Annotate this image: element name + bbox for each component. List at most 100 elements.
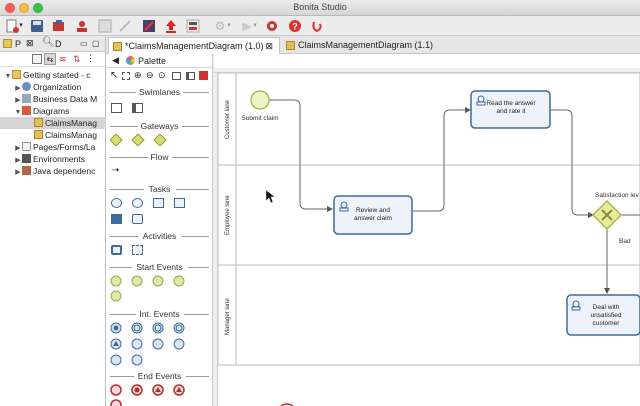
close-tab-icon[interactable]: ⊠ [265,41,273,51]
palette-section-start-events[interactable]: Start Events [106,262,213,272]
diagram-icon [113,42,122,51]
diagram-icon [286,41,295,50]
organize-icon[interactable] [199,71,208,80]
expand-arrow-icon[interactable]: ▶ [15,157,21,164]
zoom-in-icon[interactable]: ⊕ [134,70,142,80]
satisfaction-gateway[interactable] [591,199,623,231]
maximize-icon[interactable]: ▢ [92,39,100,48]
tree-item-java-dependencies[interactable]: ▶Java dependenc [0,165,106,177]
subprocess-tool-icon[interactable] [132,245,143,255]
run-icon[interactable]: ▶ [242,19,252,33]
pool-tool-icon[interactable] [111,103,122,113]
open-icon[interactable] [52,19,66,33]
tab-claims-diagram-1-1[interactable]: ClaimsManagementDiagram (1.1) [282,37,452,54]
new-icon[interactable] [5,19,19,33]
palette-section-swimlanes[interactable]: Swimlanes [106,87,213,97]
configure-icon[interactable]: ⚙ [214,19,226,33]
close-window-button[interactable] [5,3,15,13]
select-tool-icon[interactable]: ↖ [110,70,119,81]
start-event-submit-claim[interactable] [250,90,270,110]
sync-icon[interactable]: ⇅ [73,54,81,64]
flow-read-to-gateway[interactable] [550,109,594,218]
service-task-tool-icon[interactable] [132,198,143,208]
expand-arrow-icon[interactable]: ▶ [15,97,21,104]
tree-item-pages-forms[interactable]: ▶Pages/Forms/La [0,141,106,153]
filter-icon[interactable]: ≋ [59,54,67,64]
tree-item-organization[interactable]: ▶Organization [0,81,106,93]
start-event-tools [110,275,185,302]
palette-section-int-events[interactable]: Int. Events [106,309,213,319]
script-task-tool-icon[interactable] [153,198,164,208]
align-icon[interactable] [172,72,181,80]
tab-second[interactable]: D [55,39,62,49]
dropdown-arrow-icon[interactable]: ▾ [253,22,257,29]
close-icon[interactable]: ⊠ [26,38,34,48]
tab-project[interactable]: P [15,39,22,49]
java-icon [22,166,31,175]
diagram-folder-icon [22,106,31,115]
dropdown-arrow-icon[interactable]: ▾ [19,22,23,29]
search-icon[interactable]: 🔍︎ [42,37,55,48]
xor-gateway-tool-icon [110,134,123,146]
bonita-community-icon[interactable] [310,19,324,33]
build-icon[interactable] [186,19,200,33]
human-task-tool-icon[interactable] [111,198,122,208]
collapse-palette-icon[interactable]: ◀ [112,55,119,65]
marquee-tool-icon[interactable] [122,72,130,80]
send-task-tool-icon[interactable] [174,198,185,208]
expand-arrow-icon[interactable]: ▶ [15,85,21,92]
call-activity-tool-icon[interactable] [111,245,122,255]
organization-icon [22,82,31,91]
customer-lane[interactable] [218,73,640,166]
dropdown-arrow-icon[interactable]: ▾ [227,22,231,29]
sequence-flow-tool-icon[interactable]: ➝ [111,165,120,176]
receive-task-tool-icon[interactable] [111,214,122,224]
expand-arrow-icon[interactable]: ▶ [15,169,21,176]
tree-item-claims-diagram-1-1[interactable]: ClaimsManag [0,129,106,141]
distribute-icon[interactable] [186,72,195,80]
tree-item-diagrams[interactable]: ▼Diagrams [0,105,106,117]
view-menu-icon[interactable]: ⋮ [86,53,95,63]
gateway-tools [110,134,167,146]
minimize-icon[interactable]: ▭ [80,39,88,48]
environments-icon [22,154,31,163]
tree-item-business-data[interactable]: ▶Business Data M [0,93,106,105]
tree-item-claims-diagram-1-0[interactable]: ClaimsManag [0,117,106,129]
zoom-fit-icon[interactable]: ⊙ [158,70,166,80]
expand-arrow-icon[interactable]: ▼ [4,73,12,80]
palette-section-end-events[interactable]: End Events [106,371,213,381]
error-start-tool-icon [110,290,122,302]
debug-icon[interactable] [265,19,279,33]
employee-lane[interactable] [218,164,640,266]
organization-icon[interactable] [75,19,89,33]
help-icon[interactable]: ? [288,19,302,33]
zoom-window-button[interactable] [33,3,43,13]
flow-review-to-read[interactable] [413,107,471,212]
export-icon[interactable] [164,19,178,33]
app-descriptor-icon[interactable] [142,19,156,33]
tree-item-getting-started[interactable]: ▼Getting started - c [0,69,106,81]
palette-section-tasks[interactable]: Tasks [106,184,213,194]
palette-section-gateways[interactable]: Gateways [106,121,213,131]
palette-section-activities[interactable]: Activities [106,231,213,241]
zoom-out-icon[interactable]: ⊖ [146,70,154,80]
gateway-label: Satisfaction lev [595,192,639,199]
save-icon[interactable] [30,19,44,33]
process-diagram[interactable]: Customer lane Employee lane Manager lane… [218,73,640,406]
minimize-window-button[interactable] [19,3,29,13]
flow-start-to-review[interactable] [269,99,333,212]
link-editor-icon[interactable]: ⇆ [44,53,56,65]
collapse-all-icon[interactable] [32,54,42,64]
expand-arrow-icon[interactable]: ▼ [14,109,22,116]
lane-tool-icon[interactable] [132,103,143,113]
abstract-task-tool-icon[interactable] [132,214,143,224]
tab-claims-diagram-1-0[interactable]: *ClaimsManagementDiagram (1.0) ⊠ [108,37,280,54]
palette-section-flow[interactable]: Flow [106,152,213,162]
deploy-icon[interactable] [98,19,112,33]
expand-arrow-icon[interactable]: ▶ [15,145,21,152]
tree-item-environments[interactable]: ▶Environments [0,153,106,165]
